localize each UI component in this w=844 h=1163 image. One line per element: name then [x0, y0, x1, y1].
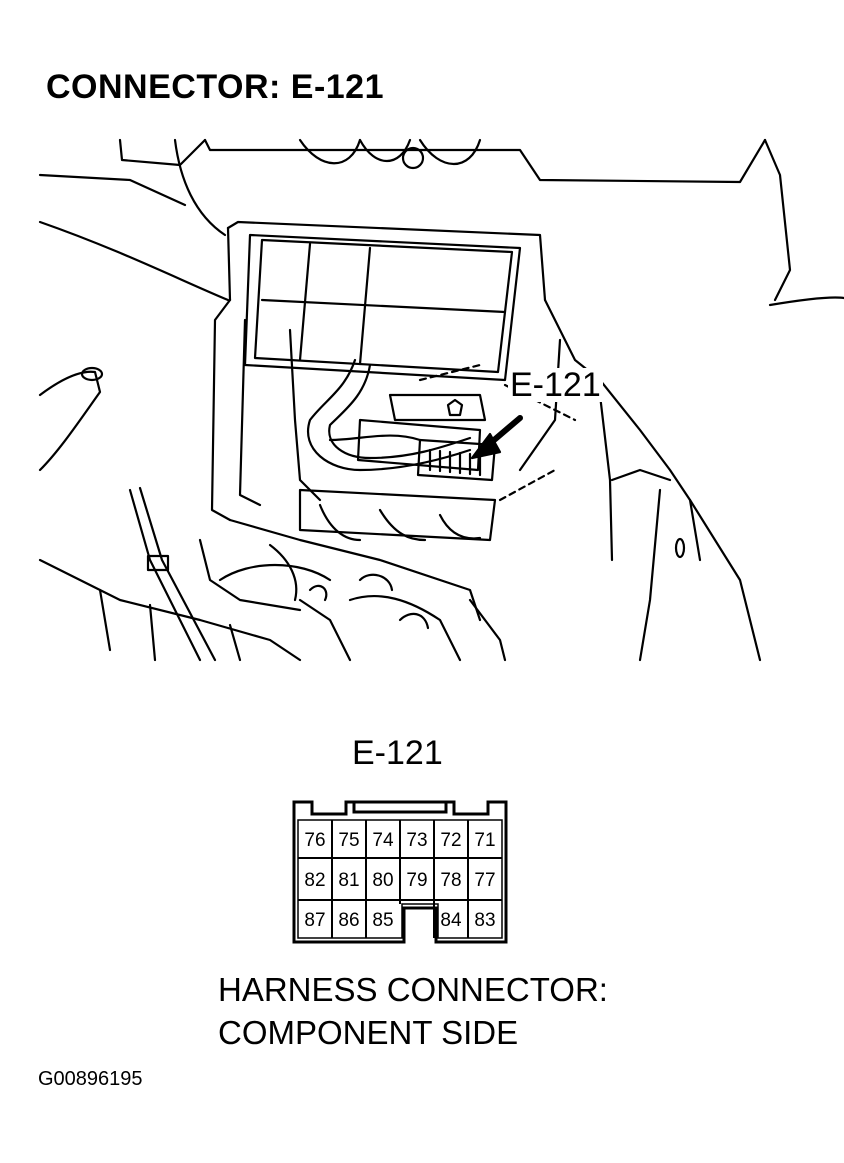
connector-pin-diagram: 76 75 74 73 72 71 82 81 80 79 78 77 87 86 85 84 83 — [292, 800, 508, 944]
pin-84: 84 — [440, 910, 462, 931]
pin-79: 79 — [406, 870, 427, 891]
connector-label: E-121 — [352, 734, 443, 772]
pin-77: 77 — [474, 870, 495, 891]
pin-82: 82 — [304, 870, 325, 891]
pin-72: 72 — [440, 830, 461, 851]
pin-71: 71 — [474, 830, 495, 851]
diagram-title: CONNECTOR: E-121 — [46, 68, 384, 106]
caption-line-1: HARNESS CONNECTOR: — [218, 971, 608, 1008]
pin-86: 86 — [338, 910, 359, 931]
pin-85: 85 — [372, 910, 393, 931]
pin-80: 80 — [372, 870, 393, 891]
caption-line-2: COMPONENT SIDE — [218, 1014, 519, 1051]
pin-76: 76 — [304, 830, 325, 851]
pin-73: 73 — [406, 830, 427, 851]
pin-83: 83 — [474, 910, 495, 931]
pin-75: 75 — [338, 830, 359, 851]
console-illustration — [38, 138, 844, 662]
e121-callout-label: E-121 — [508, 366, 603, 404]
pin-74: 74 — [372, 830, 394, 851]
pin-87: 87 — [304, 910, 325, 931]
figure-id: G00896195 — [38, 1068, 143, 1090]
pin-81: 81 — [338, 870, 359, 891]
connector-caption: HARNESS CONNECTOR: COMPONENT SIDE — [218, 968, 608, 1054]
pin-78: 78 — [440, 870, 461, 891]
